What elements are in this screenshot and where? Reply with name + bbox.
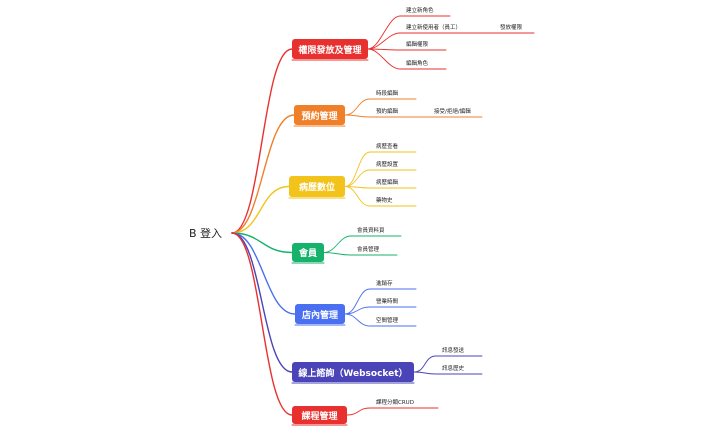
leaf-space-management: 空間管理 <box>376 318 399 324</box>
branch-online-consultation: 線上諮詢（Websocket） <box>292 362 414 382</box>
root-node-label: B 登入 <box>189 227 223 240</box>
leaf-record-setup: 病歷設置 <box>376 162 399 168</box>
leaf-create-role: 建立新角色 <box>406 8 434 14</box>
connector-branch-to-leaf <box>346 407 371 416</box>
connector-root-to-branch <box>231 114 295 234</box>
connector-root-to-branch <box>231 185 290 234</box>
connector-branch-to-leaf <box>413 371 437 375</box>
connector-branch-to-leaf <box>344 186 371 207</box>
branch-member: 會員 <box>292 243 324 262</box>
branch-medical-record-digital: 病歷數位 <box>289 176 345 197</box>
connector-branch-to-leaf <box>323 252 352 256</box>
connector-branch-to-leaf <box>344 151 371 187</box>
leaf-member-management: 會員管理 <box>357 247 380 253</box>
connector-root-to-branch <box>231 48 293 234</box>
leaf-inventory: 進銷存 <box>376 281 393 287</box>
leaf-create-user: 建立新使用者（員工） <box>406 25 462 31</box>
connector-branch-to-leaf <box>344 169 371 187</box>
connector-branch-to-leaf <box>344 114 371 118</box>
leaf-grant-permission: 發放權限 <box>500 25 523 31</box>
leaf-accept-reject-edit: 接受/拒絕/編輯 <box>434 109 471 115</box>
leaf-edit-role: 編輯角色 <box>406 61 429 67</box>
branch-course-management: 課程管理 <box>292 406 347 424</box>
leaf-record-view: 病歷查看 <box>376 144 399 150</box>
connector-root-to-branch <box>231 232 293 373</box>
connector-root-to-branch <box>231 232 293 254</box>
leaf-message-history: 訊息歷史 <box>442 366 465 372</box>
leaf-edit-permission: 編輯權限 <box>406 42 429 48</box>
connector-branch-to-leaf <box>344 98 371 116</box>
leaf-business-hours: 營業時間 <box>376 299 399 305</box>
connector-branch-to-leaf <box>323 235 352 253</box>
leaf-send-message: 訊息發送 <box>442 348 465 354</box>
leaf-reservation-edit: 預約編輯 <box>376 109 399 115</box>
leaf-medication-history: 藥物史 <box>376 198 393 204</box>
connector-branch-to-leaf <box>367 32 401 50</box>
connector-branch-to-leaf <box>367 48 401 70</box>
leaf-course-category-crud: 課程分類CRUD <box>376 400 414 406</box>
connector-branch-to-leaf <box>344 313 371 327</box>
connector-root-to-branch <box>231 232 293 416</box>
connector-branch-to-leaf <box>344 288 371 315</box>
leaf-member-profile: 會員資料頁 <box>357 228 385 234</box>
leaf-timeslot-edit: 時段編輯 <box>376 91 399 97</box>
connector-root-to-branch <box>231 232 296 315</box>
branch-store-management: 店內管理 <box>295 304 345 324</box>
branch-reservation-management: 預約管理 <box>294 105 345 125</box>
connector-branch-to-leaf <box>344 306 371 315</box>
connector-branch-to-leaf <box>413 355 437 373</box>
branch-permission-management: 權限發放及管理 <box>292 39 368 59</box>
leaf-record-edit: 病歷編輯 <box>376 180 399 186</box>
connector-branch-to-leaf <box>367 15 401 50</box>
